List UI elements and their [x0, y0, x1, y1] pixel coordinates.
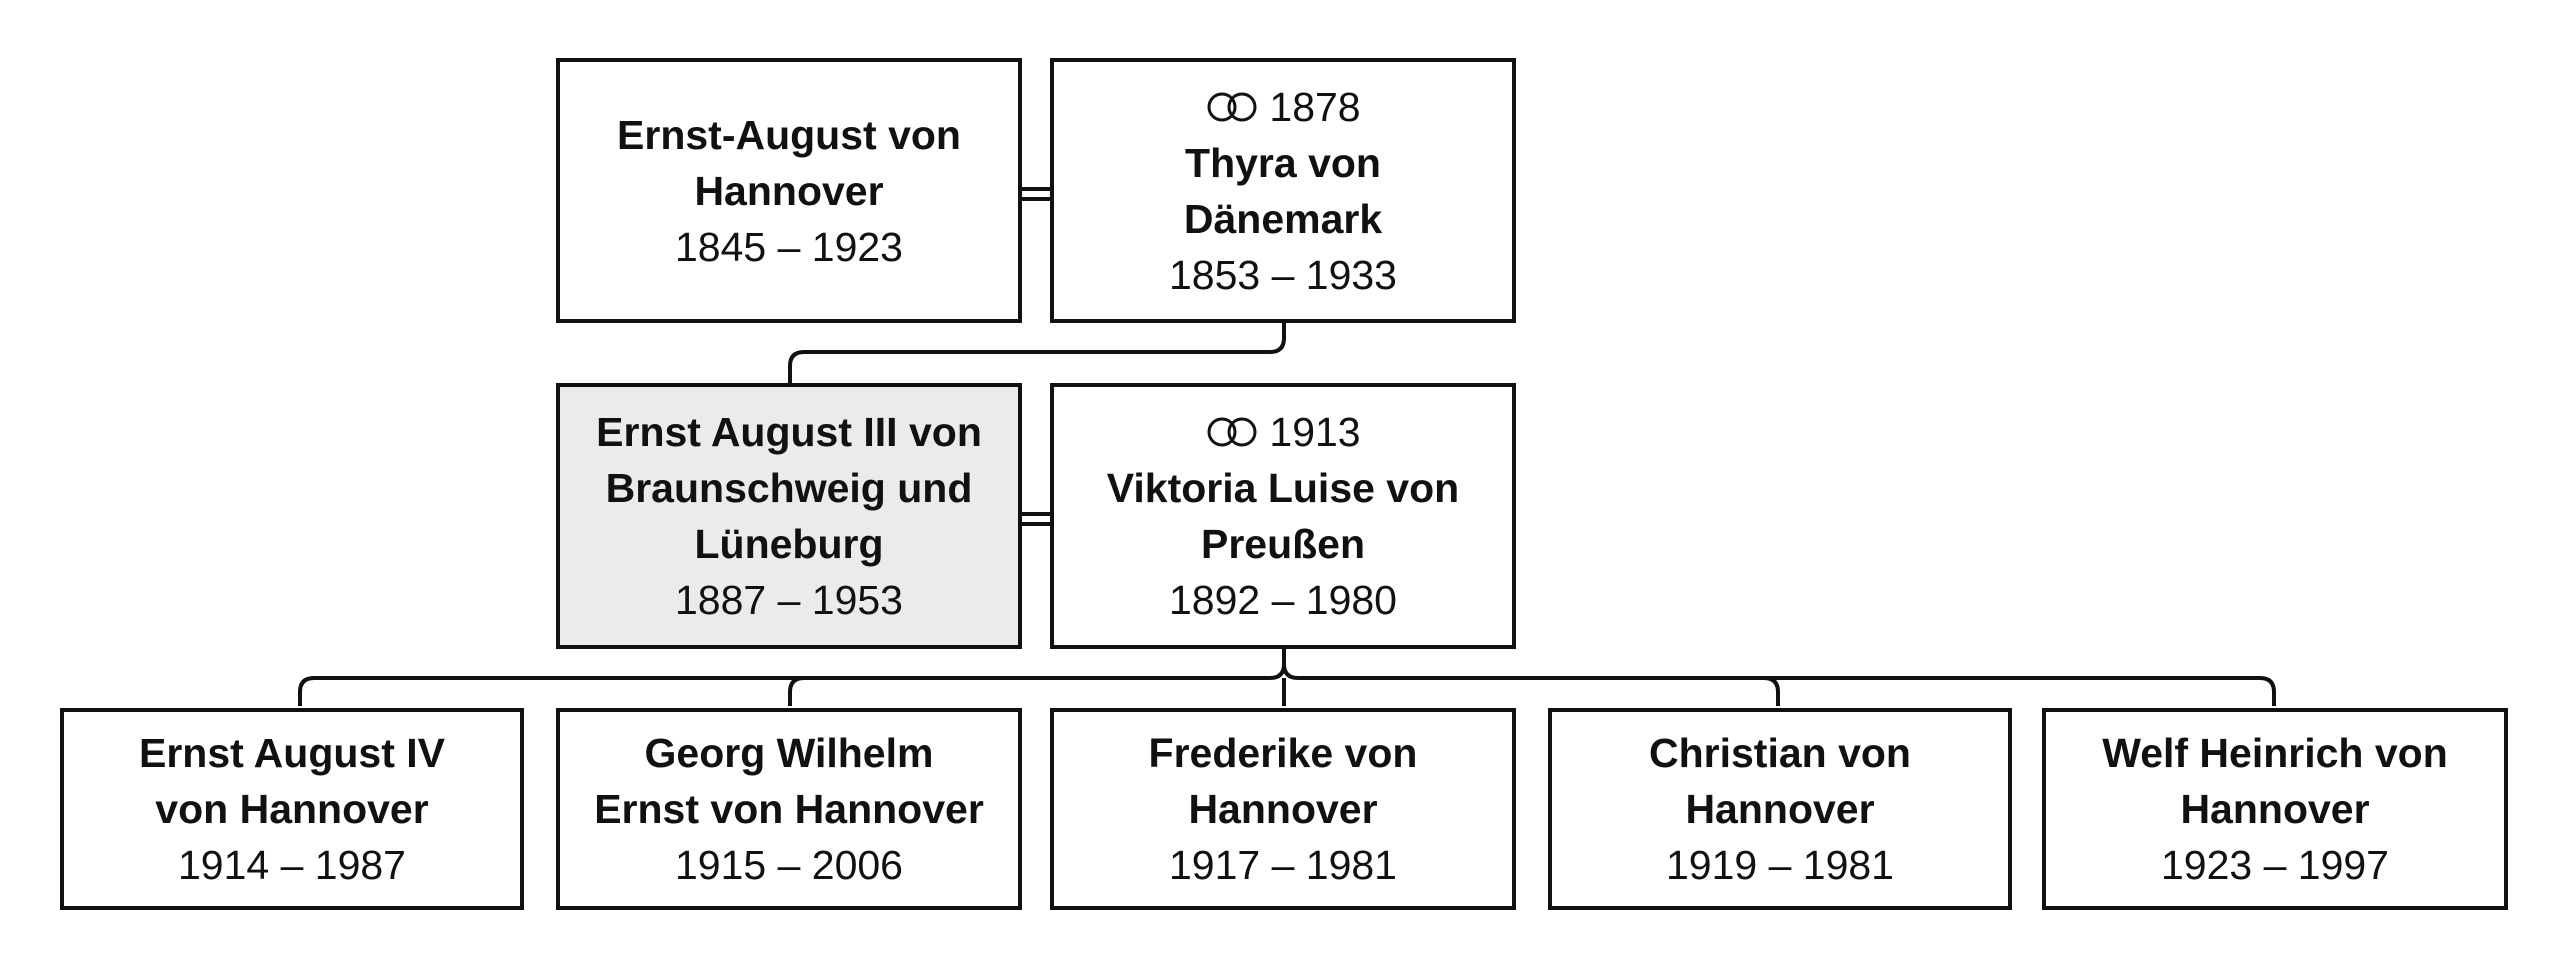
person-name: Hannover	[2180, 786, 2370, 832]
person-years: 1914 – 1987	[177, 842, 406, 888]
person-name: Welf Heinrich von	[2102, 730, 2448, 776]
person-card-ernst-august-iii: Ernst August III von Braunschweig und Lü…	[556, 383, 1022, 649]
person-name: Dänemark	[1183, 195, 1383, 242]
marriage-info: 1913	[1205, 404, 1361, 460]
person-card-child-1: Ernst August IV von Hannover 1914 – 1987	[60, 708, 524, 910]
person-card-thyra: 1878 Thyra von Dänemark 1853 – 1933	[1050, 58, 1516, 323]
children-bracket-line	[788, 676, 805, 706]
person-name: Ernst von Hannover	[594, 786, 984, 832]
person-years: 1887 – 1953	[674, 577, 903, 623]
person-card-ernst-august-1845: Ernst-August von Hannover 1845 – 1923	[556, 58, 1022, 323]
interlocking-rings-icon	[1205, 90, 1259, 124]
marriage-info: 1878	[1205, 79, 1361, 135]
person-card-child-4: Christian von Hannover 1919 – 1981	[1548, 708, 2012, 910]
person-card-child-5: Welf Heinrich von Hannover 1923 – 1997	[2042, 708, 2508, 910]
person-name: von Hannover	[155, 786, 429, 832]
person-years: 1892 – 1980	[1168, 577, 1397, 623]
person-name: Hannover	[1188, 786, 1378, 832]
person-card-child-3: Frederike von Hannover 1917 – 1981	[1050, 708, 1516, 910]
person-name: Ernst August IV	[139, 730, 445, 776]
descent-line	[788, 323, 1286, 385]
person-name: Viktoria Luise von	[1106, 465, 1460, 511]
person-years: 1923 – 1997	[2160, 842, 2389, 888]
person-name: Ernst-August von	[617, 111, 961, 158]
person-name: Lüneburg	[694, 521, 884, 567]
person-years: 1919 – 1981	[1665, 842, 1894, 888]
person-name: Georg Wilhelm	[644, 730, 934, 776]
person-name: Hannover	[1685, 786, 1875, 832]
person-name: Braunschweig und	[605, 465, 973, 511]
person-name: Frederike von	[1148, 730, 1418, 776]
marriage-year: 1878	[1269, 83, 1361, 130]
person-card-viktoria-luise: 1913 Viktoria Luise von Preußen 1892 – 1…	[1050, 383, 1516, 649]
person-name: Preußen	[1200, 521, 1366, 567]
person-name: Thyra von	[1185, 139, 1381, 186]
person-years: 1917 – 1981	[1168, 842, 1397, 888]
person-years: 1845 – 1923	[674, 223, 903, 270]
children-bracket-line	[298, 663, 2276, 706]
children-bracket-line	[1763, 676, 1780, 706]
interlocking-rings-icon	[1205, 415, 1259, 449]
person-name: Ernst August III von	[596, 409, 982, 455]
person-years: 1853 – 1933	[1168, 251, 1397, 298]
person-years: 1915 – 2006	[674, 842, 903, 888]
person-name: Christian von	[1649, 730, 1911, 776]
person-name: Hannover	[694, 167, 884, 214]
person-card-child-2: Georg Wilhelm Ernst von Hannover 1915 – …	[556, 708, 1022, 910]
marriage-year: 1913	[1269, 409, 1361, 455]
